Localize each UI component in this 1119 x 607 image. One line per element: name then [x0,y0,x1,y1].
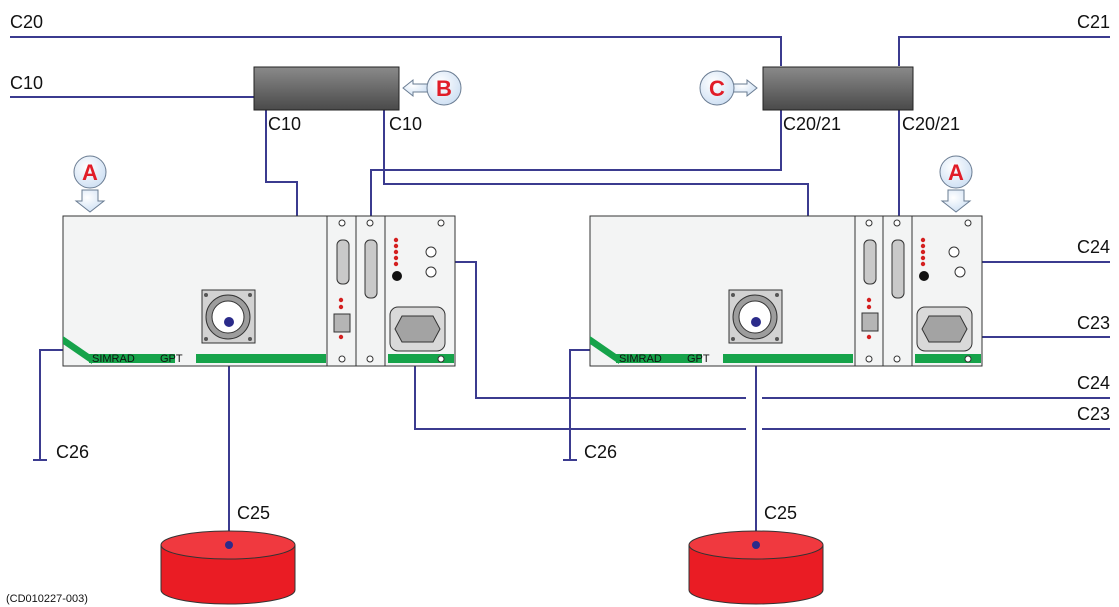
model-label-left: GPT [160,353,183,365]
label-junction-b-c10-b: C10 [389,114,422,134]
transducer-left [160,530,296,605]
brand-label-left: SIMRAD [92,353,135,365]
label-c23-bottom: C23 [1077,404,1110,424]
label-c26-left: C26 [56,442,89,462]
cable-labels: C20 C10 C21 C10 C10 C20/21 C20/21 C24 C2… [10,12,1110,523]
label-c25-left: C25 [237,503,270,523]
junction-box-c [762,66,914,111]
gpt-unit-left: SIMRAD GPT [62,215,456,367]
callout-c-label: C [709,76,725,101]
brand-label-right: SIMRAD [619,353,662,365]
label-junction-c-c2021-b: C20/21 [902,114,960,134]
callout-a-right: A [939,155,973,213]
label-c20: C20 [10,12,43,32]
label-c21: C21 [1077,12,1110,32]
transducer-right [688,530,824,605]
callout-c: C [699,70,758,106]
label-junction-b-c10-a: C10 [268,114,301,134]
label-c10: C10 [10,73,43,93]
junction-box-b [253,66,400,111]
cable-c26-right [563,349,590,461]
cable-c20 [10,36,782,66]
label-c25-right: C25 [764,503,797,523]
gpt-unit-right: SIMRAD GPT [589,215,983,367]
cable-c21 [898,36,1110,66]
label-c26-right: C26 [584,442,617,462]
callout-b: B [402,70,462,106]
callout-a-left-label: A [82,160,98,185]
label-c24-bottom: C24 [1077,373,1110,393]
callout-a-right-label: A [948,160,964,185]
model-label-right: GPT [687,353,710,365]
cable-c23-bottom [414,338,746,430]
figure-id: (CD010227-003) [6,593,88,605]
callout-a-left: A [73,155,107,213]
label-c24-top: C24 [1077,237,1110,257]
label-junction-c-c2021-a: C20/21 [783,114,841,134]
cable-c26-left [33,349,63,461]
callout-b-label: B [436,76,452,101]
label-c23-top: C23 [1077,313,1110,333]
